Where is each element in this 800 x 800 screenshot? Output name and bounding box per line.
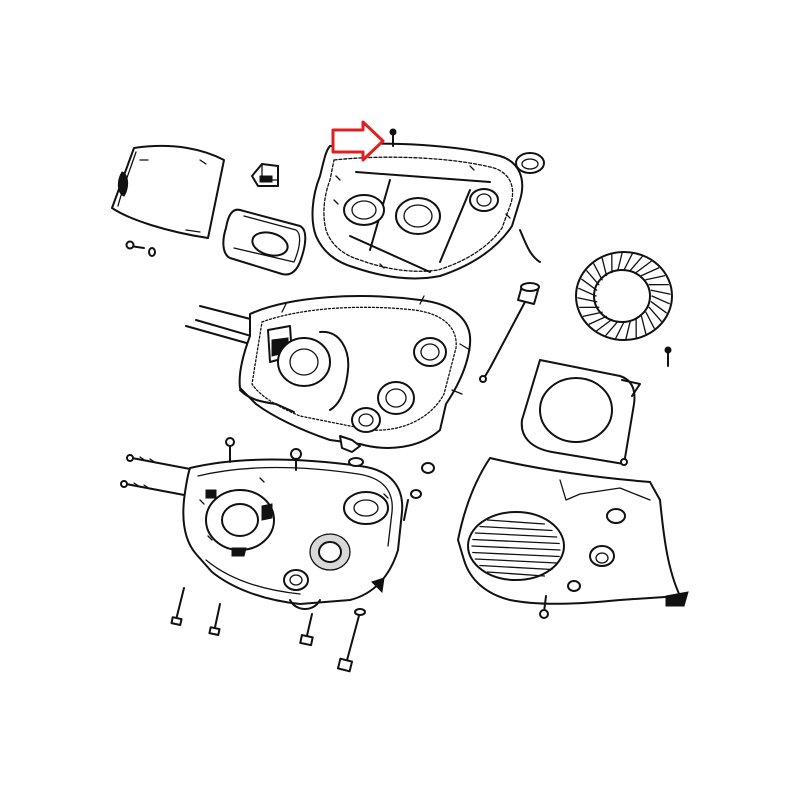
bolt-1 [170,587,185,626]
fan-blade [625,320,631,340]
fan-blade [596,318,613,332]
fan-blade [586,270,600,286]
fan-shroud [457,457,689,607]
bracket-clip [251,163,279,187]
fan-blade [645,275,666,281]
fan-blade [650,301,667,314]
fan-blade [588,315,608,325]
highlight-arrow [331,120,385,162]
fan-blade [645,311,655,329]
dipstick [479,282,540,383]
shroud-screw [539,595,549,619]
fan-blade [635,260,652,274]
small-screw-and-nut [125,240,156,257]
fan-blade [651,295,670,305]
fan-blade [578,287,597,297]
grille-slat [471,545,561,551]
grille-slat [486,571,546,577]
transmission-cover [311,142,541,280]
fan-blade [593,263,603,281]
fan-blade [648,306,662,322]
fan-blade [581,278,598,291]
grille-slat [479,564,553,571]
cover-gasket [323,156,514,272]
bolts [170,587,366,673]
bolt-4 [336,608,366,673]
fan-blade [640,267,660,277]
fan-blade [617,252,623,272]
grille-slat [472,551,560,558]
grille-slat [474,558,558,564]
fan-blade [629,256,643,272]
fan-cowl-plate [520,359,641,466]
rubber-grommet-plate [222,208,307,276]
fan-blade [650,289,671,295]
bolt-3 [299,613,314,647]
fan-blade [577,297,598,303]
grille-slat [479,525,553,532]
fan-blade [615,321,625,339]
grille-slat [486,519,546,525]
fan-blade [623,253,633,271]
fan-blade [640,315,647,335]
fan-blade [582,311,603,317]
stud-right [664,346,672,367]
crankcase-half-right [185,295,472,453]
flywheel-fan [575,251,673,341]
clear-lens [111,144,225,239]
fan-blade [605,320,619,336]
fan-blade [601,257,608,277]
grille-slat [472,538,560,545]
oil-seal-ring [515,152,545,174]
cover-screw [389,128,397,147]
bolt-2 [208,603,221,636]
grille-slat [474,532,558,538]
crankcase-half-left [182,437,435,610]
